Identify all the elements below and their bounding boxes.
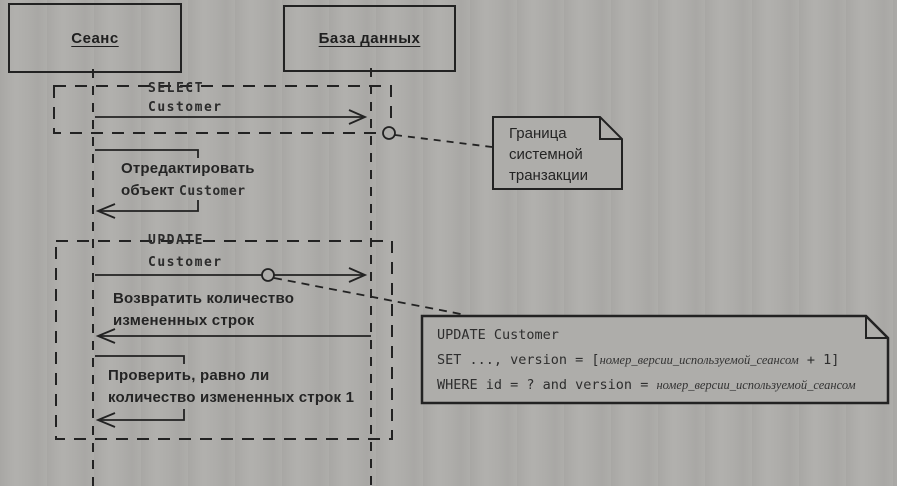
edit-message-label-ru: объект bbox=[121, 182, 175, 199]
note-fold-icon bbox=[599, 117, 622, 140]
check-self-message-arrow bbox=[95, 355, 185, 428]
note-shape-boundary bbox=[492, 116, 623, 190]
note-fold-icon bbox=[865, 316, 888, 339]
note-sql-line1: UPDATE Customer bbox=[437, 327, 559, 343]
note-boundary-line3: транзакции bbox=[509, 167, 588, 184]
edit-message-label-code: Customer bbox=[179, 184, 246, 199]
actor-box-session: Сеанс bbox=[8, 3, 182, 73]
transaction-frame-select bbox=[53, 85, 392, 134]
note-boundary-line1: Граница bbox=[509, 125, 567, 142]
note-sql-text: UPDATE Customer SET ..., version = [номе… bbox=[437, 323, 856, 398]
check-rows-label-line1: Проверить, равно ли bbox=[108, 367, 270, 384]
note-sql-line3-code: WHERE id = ? and version = bbox=[437, 377, 657, 393]
note-anchor-circle-select bbox=[382, 126, 396, 140]
note-anchor-circle-update bbox=[261, 268, 275, 282]
note-sql-line2-code: SET ..., version = [ bbox=[437, 352, 600, 368]
note-sql-line3-var: номер_версии_используемой_сеансом bbox=[656, 378, 856, 392]
note-sql-line2: SET ..., version = [номер_версии_использ… bbox=[437, 348, 856, 373]
select-message-arrow bbox=[95, 109, 368, 125]
edit-self-message-arrow bbox=[95, 149, 199, 219]
return-rows-label-line2: измененных строк bbox=[113, 312, 255, 329]
update-message-label-line1: UPDATE bbox=[148, 233, 204, 248]
actor-label-session: Сеанс bbox=[71, 29, 119, 47]
check-rows-label-line2: количество измененных строк 1 bbox=[108, 389, 355, 406]
actor-label-database: База данных bbox=[318, 30, 421, 47]
select-message-label-line1: SELECT bbox=[148, 81, 204, 96]
note-shape-sql bbox=[420, 314, 890, 405]
edit-message-label-line1: Отредактировать bbox=[121, 160, 255, 177]
update-message-arrow bbox=[95, 267, 368, 283]
note-boundary-line2: системной bbox=[509, 146, 583, 163]
note-connector-sql bbox=[273, 277, 467, 316]
edit-message-label-line2: объект Customer bbox=[121, 182, 246, 200]
note-sql-line2-var: номер_версии_используемой_сеансом bbox=[599, 353, 799, 367]
return-rows-label-line1: Возвратить количество bbox=[113, 290, 295, 307]
select-message-label-line2: Customer bbox=[148, 100, 223, 115]
actor-box-database: База данных bbox=[283, 5, 456, 72]
note-sql-line2-tail: + 1] bbox=[798, 352, 840, 368]
return-rows-arrow bbox=[95, 328, 371, 344]
note-boundary-text: Граница системной транзакции bbox=[509, 123, 588, 186]
note-sql-line3: WHERE id = ? and version = номер_версии_… bbox=[437, 373, 856, 398]
transaction-frame-update bbox=[55, 240, 393, 440]
note-connector-boundary bbox=[394, 134, 493, 148]
update-message-label-line2: Customer bbox=[148, 255, 223, 270]
